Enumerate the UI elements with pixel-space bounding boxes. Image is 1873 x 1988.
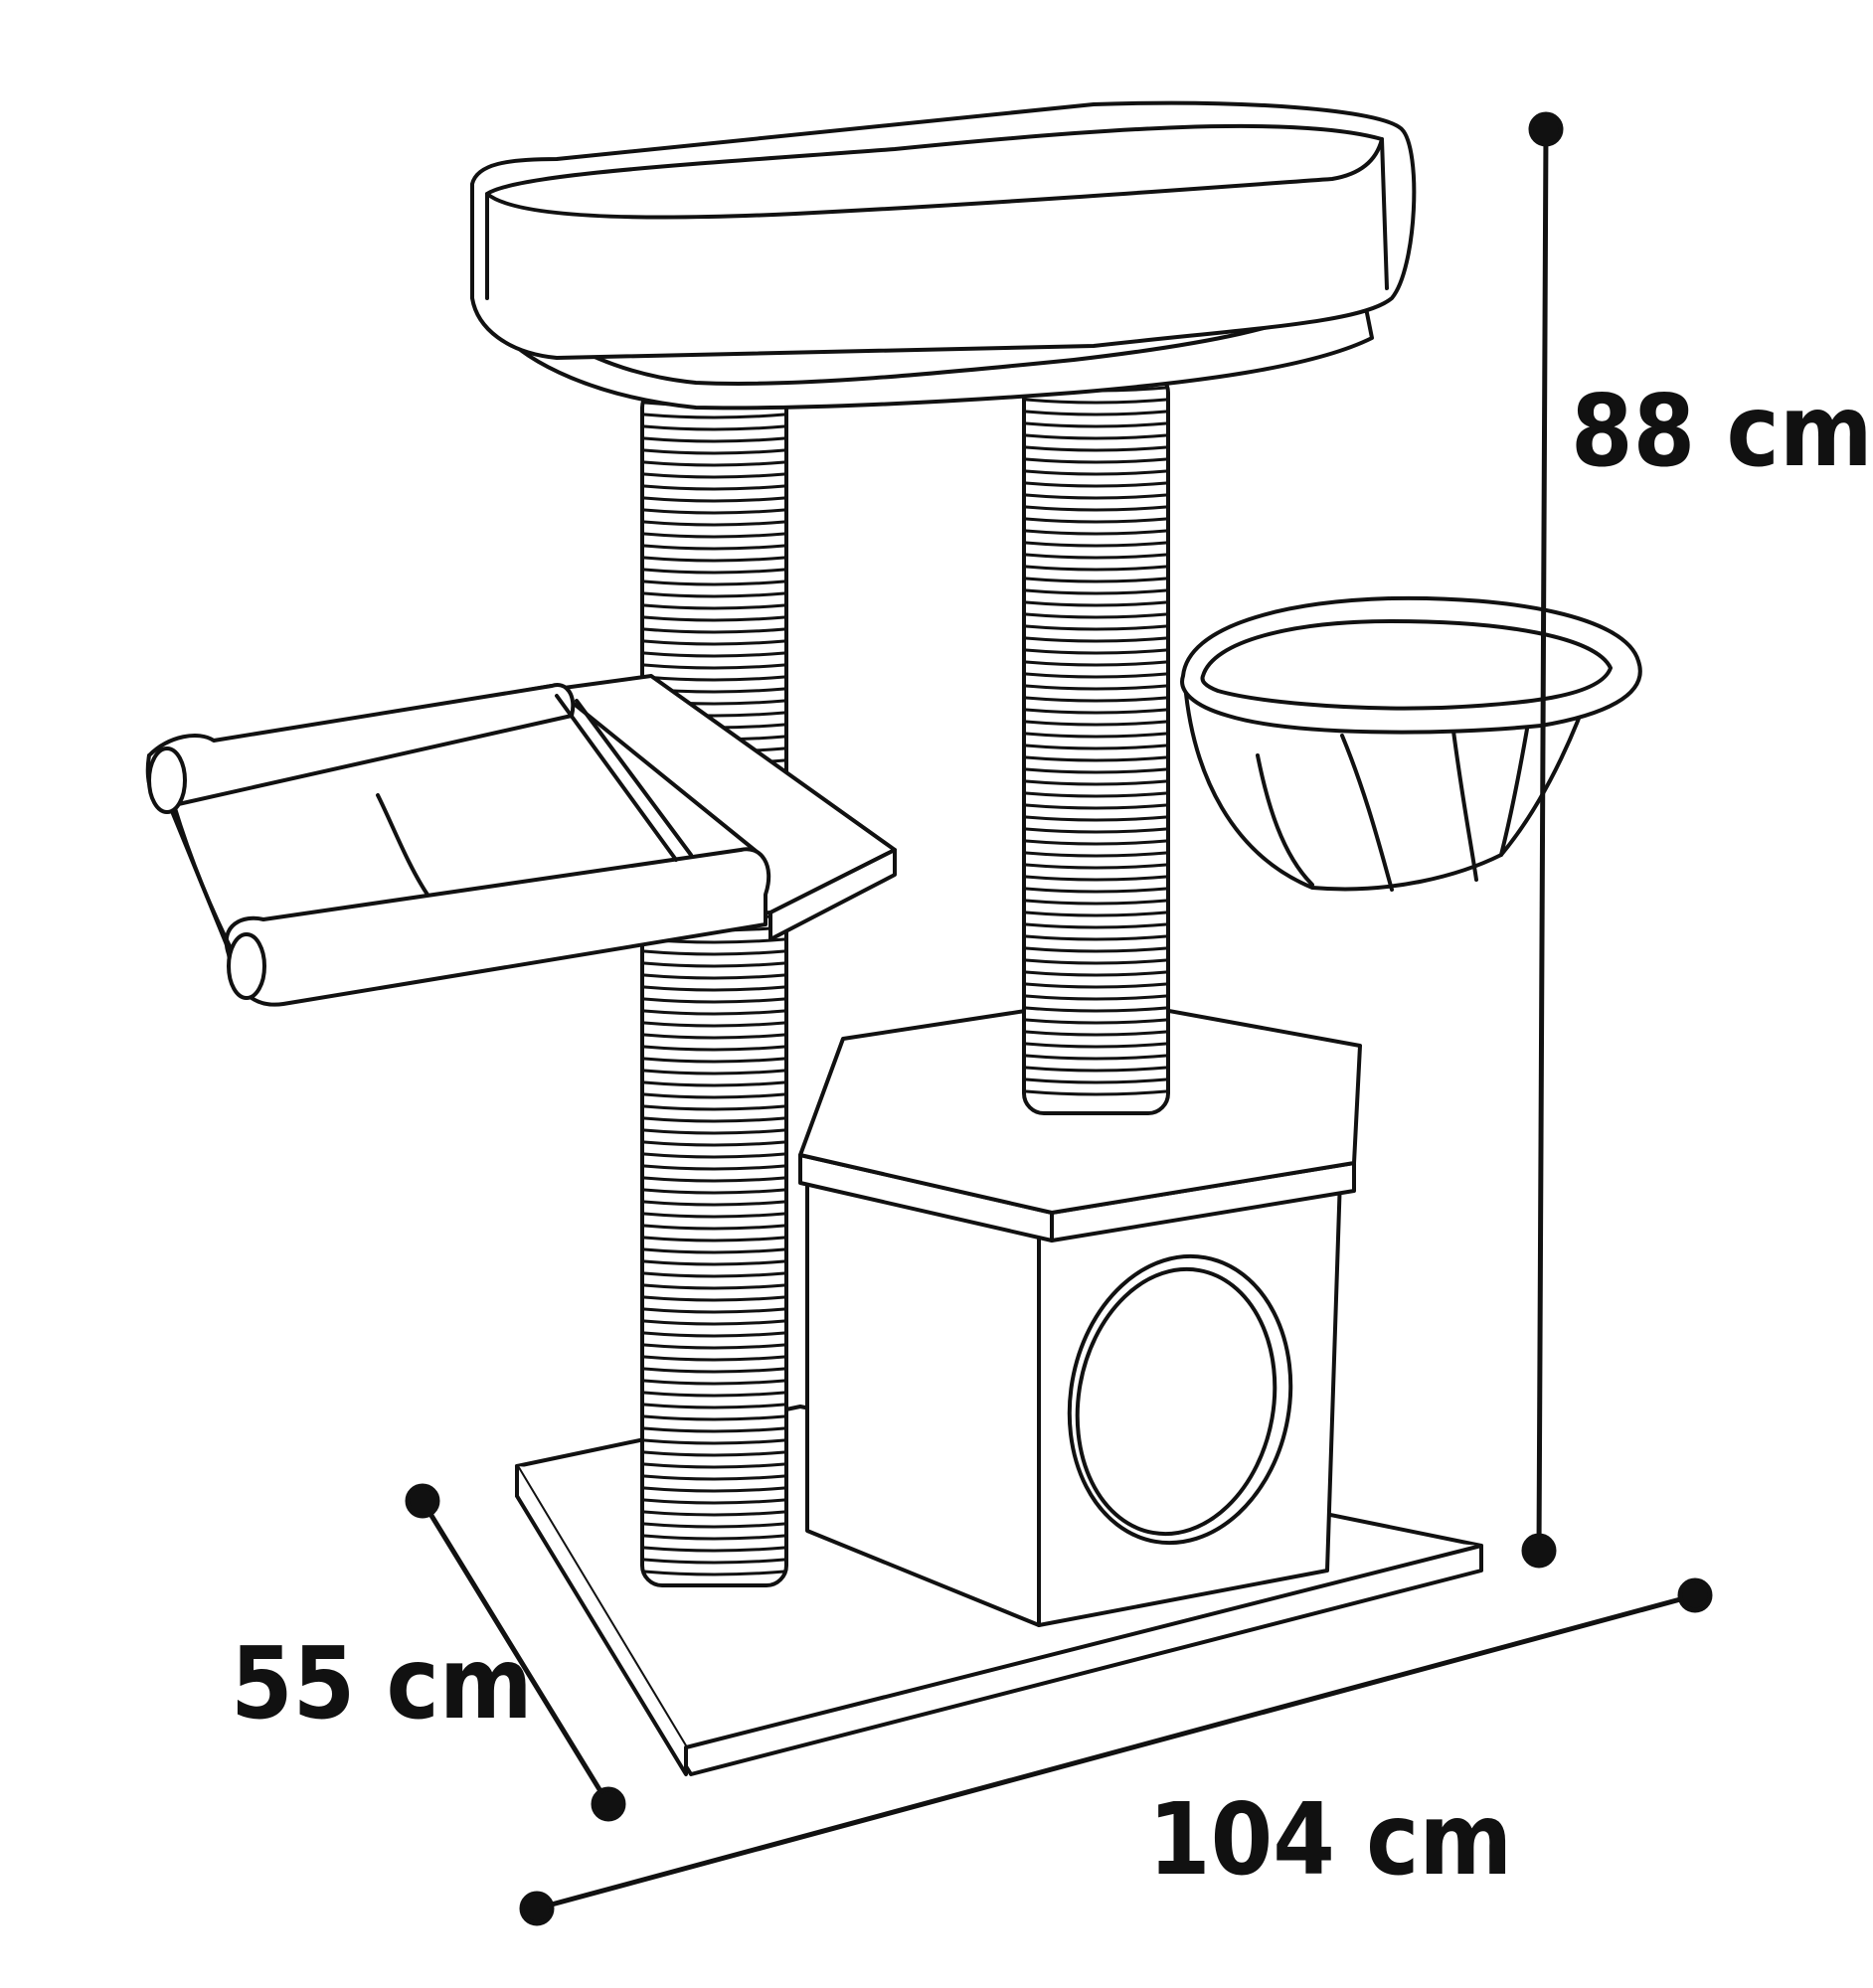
depth-dimension-label: 55 cm xyxy=(231,1625,533,1741)
dimension-height-line xyxy=(1521,111,1564,1569)
rear-sisal-post xyxy=(1022,371,1170,1115)
hammock xyxy=(145,683,771,1007)
width-dimension-label: 104 cm xyxy=(1148,1781,1512,1898)
hexagonal-house xyxy=(798,997,1362,1627)
basket-bed xyxy=(1180,595,1642,892)
front-sisal-post xyxy=(640,386,788,1587)
top-bed xyxy=(470,100,1417,411)
dimension-width-line xyxy=(519,1577,1713,1926)
height-dimension-label: 88 cm xyxy=(1571,373,1873,489)
dimension-depth-line xyxy=(405,1483,626,1822)
